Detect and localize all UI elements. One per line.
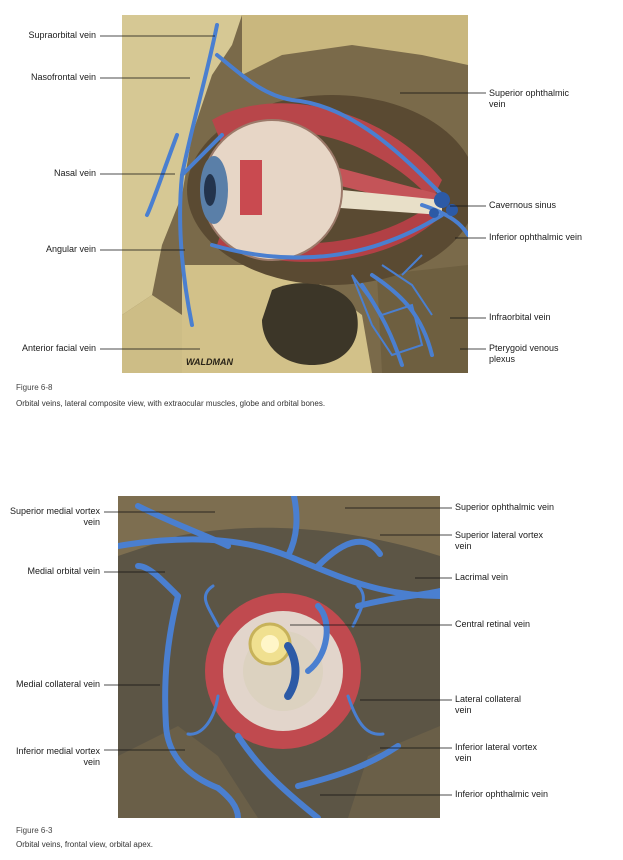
figure-6-8: WALDMAN Supraorbital vein Nasofrontal ve… xyxy=(0,0,623,420)
label-inferior-ophthalmic-vein: Inferior ophthalmic vein xyxy=(489,232,583,242)
label-nasofrontal-vein: Nasofrontal vein xyxy=(30,72,96,82)
figure-caption: Orbital veins, lateral composite view, w… xyxy=(16,399,326,408)
label-medial-orbital-vein: Medial orbital vein xyxy=(27,566,100,576)
label-lacrimal-vein: Lacrimal vein xyxy=(455,572,509,582)
artist-signature: WALDMAN xyxy=(186,357,233,367)
label-cavernous-sinus: Cavernous sinus xyxy=(489,200,557,210)
figure-caption-2: Orbital veins, frontal view, orbital ape… xyxy=(16,840,153,849)
label-inferior-ophthalmic-vein-2: Inferior ophthalmic vein xyxy=(455,789,549,799)
label-infraorbital-vein: Infraorbital vein xyxy=(489,312,551,322)
label-angular-vein: Angular vein xyxy=(45,244,96,254)
label-central-retinal-vein: Central retinal vein xyxy=(455,619,531,629)
label-supraorbital-vein: Supraorbital vein xyxy=(28,30,96,40)
lateral-orbit-illustration: WALDMAN xyxy=(122,15,468,373)
figure-number: Figure 6-8 xyxy=(16,383,53,392)
label-anterior-facial-vein: Anterior facial vein xyxy=(21,343,96,353)
label-nasal-vein: Nasal vein xyxy=(53,168,96,178)
frontal-orbit-illustration xyxy=(118,496,440,818)
figure-number-2: Figure 6-3 xyxy=(16,826,53,835)
leader-lines-fig2 xyxy=(104,507,452,796)
label-medial-collateral-vein: Medial collateral vein xyxy=(15,679,100,689)
label-superior-ophthalmic-vein-2: Superior ophthalmic vein xyxy=(455,502,555,512)
leader-lines-fig1 xyxy=(100,35,486,350)
